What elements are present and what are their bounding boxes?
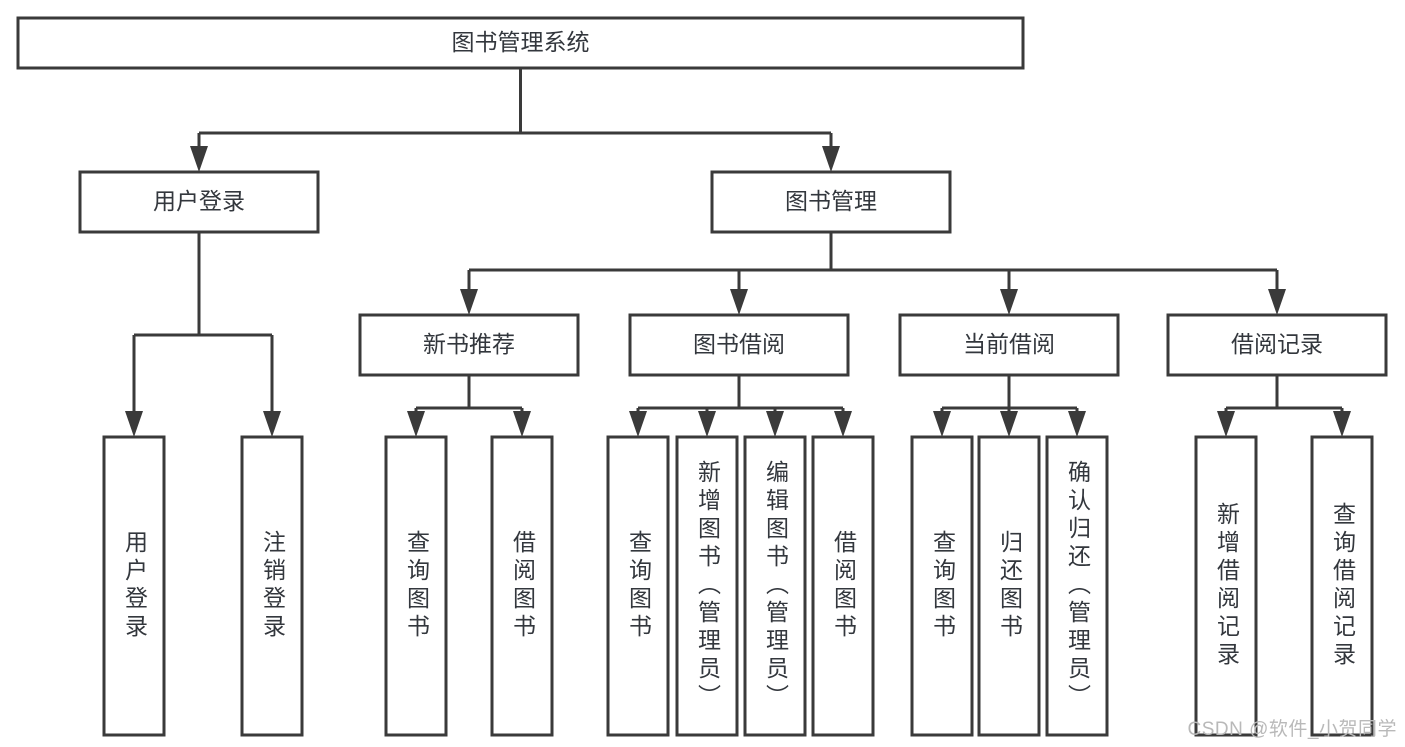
node-user-login-label: 用户登录 [153,188,245,214]
node-leaf-user-logout[interactable] [240,435,304,737]
node-layer: 图书管理系统 用户登录 图书管理 新书推荐 图书借阅 当前借阅 借阅记录 [16,16,1388,737]
node-leaf-query-book-1[interactable] [384,435,448,737]
node-new-book-recommend-label: 新书推荐 [423,331,515,357]
arrowhead-new-book-recommend [460,289,478,315]
node-leaf-confirm-return[interactable] [1045,435,1109,737]
arrowhead-leaf-confirm-return [1068,411,1086,437]
node-leaf-add-book[interactable] [675,435,739,737]
arrowhead-current-borrow [1000,289,1018,315]
node-leaf-user-login[interactable] [102,435,166,737]
node-user-login[interactable] [78,170,320,234]
node-leaf-return-book[interactable] [977,435,1041,737]
arrowhead-user-login [190,146,208,172]
arrowhead-leaf-add-record [1217,411,1235,437]
arrowhead-leaf-query-record [1333,411,1351,437]
arrowhead-leaf-query-book-2 [629,411,647,437]
node-leaf-borrow-book-1[interactable] [490,435,554,737]
arrowhead-leaf-user-logout [263,411,281,437]
node-book-borrow[interactable] [628,313,850,377]
arrowhead-leaf-add-book [698,411,716,437]
arrowhead-book-management [822,146,840,172]
connector-layer [125,68,1351,437]
node-borrow-record-label: 借阅记录 [1231,331,1323,357]
node-book-management-label: 图书管理 [785,188,877,214]
node-new-book-recommend[interactable] [358,313,580,377]
arrowhead-leaf-borrow-book-1 [513,411,531,437]
node-root[interactable] [16,16,1025,70]
node-leaf-query-record[interactable] [1310,435,1374,737]
node-leaf-query-book-3[interactable] [910,435,974,737]
arrowhead-leaf-edit-book [766,411,784,437]
node-leaf-query-book-2[interactable] [606,435,670,737]
arrowhead-book-borrow [730,289,748,315]
csdn-watermark: CSDN @软件_小贺同学 [1187,719,1397,740]
arrowhead-leaf-query-book-1 [407,411,425,437]
arrowhead-leaf-borrow-book-2 [834,411,852,437]
node-borrow-record[interactable] [1166,313,1388,377]
node-current-borrow[interactable] [898,313,1120,377]
node-current-borrow-label: 当前借阅 [963,331,1055,357]
node-leaf-edit-book[interactable] [743,435,807,737]
arrowhead-leaf-query-book-3 [933,411,951,437]
node-root-label: 图书管理系统 [452,29,590,55]
node-leaf-add-record[interactable] [1194,435,1258,737]
arrowhead-leaf-return-book [1000,411,1018,437]
node-book-management[interactable] [710,170,952,234]
node-book-borrow-label: 图书借阅 [693,331,785,357]
node-leaf-borrow-book-2[interactable] [811,435,875,737]
arrowhead-leaf-user-login [125,411,143,437]
arrowhead-borrow-record [1268,289,1286,315]
